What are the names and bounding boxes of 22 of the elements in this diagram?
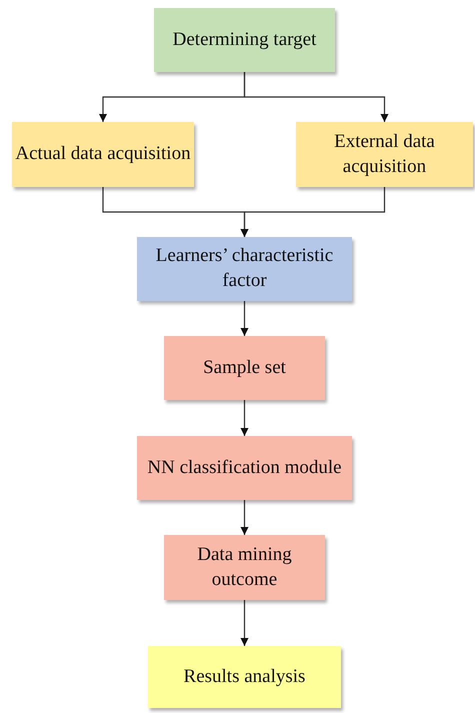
box-label: Learners’ characteristic factor [154,244,334,293]
connector-arrow [240,301,248,336]
connector-arrow [240,400,248,436]
box-label: Results analysis [184,664,306,689]
process-box [137,436,352,500]
box-label: Determining target [172,28,316,52]
process-box [164,535,325,600]
process-box [137,237,352,301]
process-box [296,122,473,187]
connector-arrow [244,72,388,122]
box-label: Actual data acquisition [15,142,191,166]
box-label: Data mining outcome [196,542,293,592]
process-box [12,122,194,187]
connector-arrow [240,600,248,646]
process-box [148,646,341,708]
connector-arrow [240,187,386,237]
process-box [154,8,335,72]
box-label: NN classification module [147,456,342,480]
box-label: External data acquisition [333,130,436,178]
connector-arrow [240,500,248,535]
process-box [164,336,325,400]
box-label: Sample set [203,356,286,380]
